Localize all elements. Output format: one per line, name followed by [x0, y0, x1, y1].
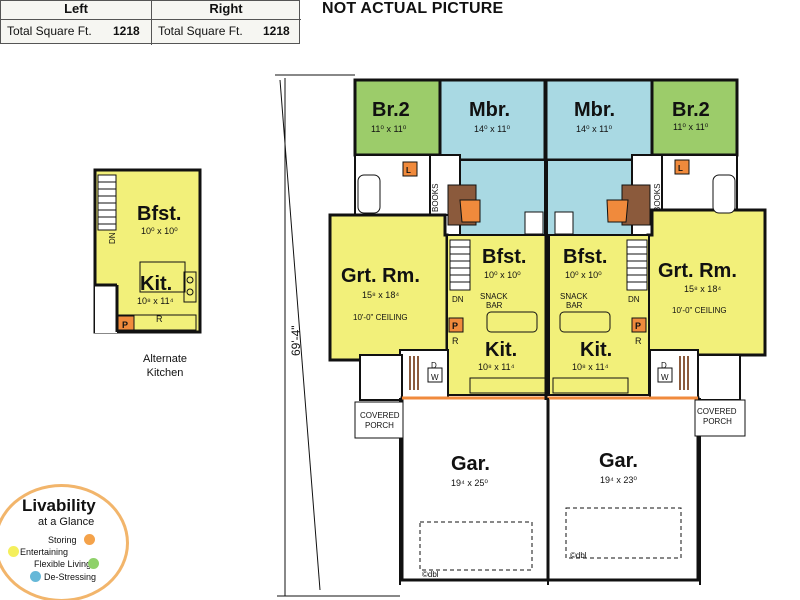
left-kit-dim: 10⁸ x 11⁴ — [478, 362, 515, 372]
right-kit-dim: 10⁸ x 11⁴ — [572, 362, 609, 372]
livability-item-de-stressing: De-Stressing — [44, 572, 97, 582]
right-mbr-room — [543, 78, 654, 162]
right-mbr-label: Mbr. — [574, 99, 615, 121]
livability-subtitle: at a Glance — [38, 516, 95, 528]
left-linen-label: L — [406, 166, 411, 175]
livability-item-storing: Storing — [48, 535, 77, 545]
left-unit-labels: Br.2 11⁰ x 11⁰ Mbr. 14⁰ x 11⁰ BOOKS L Gr… — [341, 99, 526, 579]
overall-dimension-line: 69'-4" — [275, 74, 400, 597]
right-ceiling-label: 10'-0" CEILING — [672, 306, 727, 315]
left-br2-room — [353, 78, 442, 157]
square-footage-table: Left Right Total Square Ft. 1218 Total S… — [0, 0, 301, 45]
left-dbl-mark: ©dbl — [422, 570, 439, 579]
storing-dot-icon — [84, 534, 95, 545]
left-great-room — [328, 213, 449, 362]
right-sqft-label: Total Square Ft. — [158, 24, 243, 38]
left-dryer-label: D — [431, 361, 437, 370]
left-sqft-label: Total Square Ft. — [7, 24, 92, 38]
right-grt-rm-label: Grt. Rm. — [658, 260, 737, 282]
left-mbr-dim: 14⁰ x 11⁰ — [474, 124, 510, 134]
alt-caption-line2: Kitchen — [146, 367, 184, 379]
left-header: Left — [64, 1, 88, 16]
left-bfst-dim: 10⁰ x 10⁰ — [484, 270, 521, 280]
alt-refrigerator-label: R — [156, 314, 163, 324]
right-br2-dim: 11⁰ x 11⁰ — [673, 122, 709, 132]
left-pantry-label: P — [452, 321, 458, 331]
right-bar-label: BAR — [566, 301, 583, 310]
left-books-label: BOOKS — [431, 184, 440, 212]
right-linen-label: L — [678, 164, 683, 173]
left-bar-label: BAR — [486, 301, 503, 310]
livability-title: Livability — [22, 496, 96, 515]
alt-bfst-label: Bfst. — [137, 203, 181, 225]
alt-bfst-dim: 10⁰ x 10⁰ — [141, 226, 178, 236]
left-washer-label: W — [431, 373, 439, 382]
livability-badge: Livability at a Glance Storing Entertain… — [0, 480, 130, 600]
livability-item-flexible-living: Flexible Living — [34, 559, 92, 569]
right-br2-room — [650, 78, 739, 157]
right-snack-label: SNACK — [560, 292, 588, 301]
table-divider — [151, 1, 152, 45]
table-row: Total Square Ft. 1218 Total Square Ft. 1… — [1, 19, 301, 43]
right-unit-labels: Br.2 11⁰ x 11⁰ Mbr. 14⁰ x 11⁰ BOOKS L Gr… — [560, 99, 737, 560]
flexible-living-dot-icon — [88, 558, 99, 569]
right-header: Right — [209, 1, 243, 16]
left-ceiling-label: 10'-0" CEILING — [353, 313, 408, 322]
left-mbr-room — [438, 78, 547, 162]
duplex-building — [328, 78, 767, 585]
right-pantry-label: P — [635, 321, 641, 331]
right-bfst-label: Bfst. — [563, 246, 607, 268]
right-dryer-label: D — [661, 361, 667, 370]
left-grt-rm-label: Grt. Rm. — [341, 265, 420, 287]
left-grt-rm-dim: 15⁸ x 18⁴ — [362, 290, 399, 300]
right-refrigerator-label: R — [635, 336, 642, 346]
alt-pantry-label: P — [122, 320, 128, 330]
right-dbl-mark: ©dbl — [570, 551, 587, 560]
left-garage — [400, 396, 550, 582]
de-stressing-dot-icon — [30, 571, 41, 582]
right-washer-label: W — [661, 373, 669, 382]
left-covered-label: COVERED — [360, 411, 400, 420]
right-dn-label: DN — [628, 295, 640, 304]
livability-item-entertaining: Entertaining — [20, 547, 69, 557]
left-sqft-value: 1218 — [113, 24, 140, 38]
alt-dn-label: DN — [108, 232, 117, 244]
right-books-label: BOOKS — [653, 184, 662, 212]
left-snack-label: SNACK — [480, 292, 508, 301]
alternate-kitchen-caption: Alternate Kitchen — [120, 352, 210, 380]
alt-kit-dim: 10⁸ x 11⁴ — [137, 296, 174, 306]
not-actual-picture-notice: NOT ACTUAL PICTURE — [322, 0, 504, 17]
right-mbr-dim: 14⁰ x 11⁰ — [576, 124, 612, 134]
badge-ring — [0, 484, 129, 600]
left-refrigerator-label: R — [452, 336, 459, 346]
left-br2-dim: 11⁰ x 11⁰ — [371, 124, 407, 134]
right-gar-label: Gar. — [599, 450, 638, 472]
right-gar-dim: 19⁴ x 23⁰ — [600, 475, 637, 485]
right-grt-rm-dim: 15⁸ x 18⁴ — [684, 284, 721, 294]
left-porch-label: PORCH — [365, 421, 394, 430]
left-gar-label: Gar. — [451, 453, 490, 475]
overall-dimension-text: 69'-4" — [289, 325, 303, 356]
alt-caption-line1: Alternate — [142, 353, 188, 365]
right-great-room — [646, 208, 767, 357]
left-kit-label: Kit. — [485, 339, 517, 361]
left-mbr-label: Mbr. — [469, 99, 510, 121]
right-br2-label: Br.2 — [672, 99, 710, 121]
right-covered-label: COVERED — [697, 407, 737, 416]
left-br2-label: Br.2 — [372, 99, 410, 121]
right-bfst-dim: 10⁰ x 10⁰ — [565, 270, 602, 280]
right-kit-label: Kit. — [580, 339, 612, 361]
right-porch-label: PORCH — [703, 417, 732, 426]
left-bfst-label: Bfst. — [482, 246, 526, 268]
left-gar-dim: 19⁴ x 25⁰ — [451, 478, 488, 488]
left-dn-label: DN — [452, 295, 464, 304]
alternate-kitchen-plan: Bfst. 10⁰ x 10⁰ Kit. 10⁸ x 11⁴ DN P R — [93, 168, 202, 334]
alt-kit-label: Kit. — [140, 273, 172, 295]
right-sqft-value: 1218 — [263, 24, 290, 38]
entertaining-dot-icon — [8, 546, 19, 557]
